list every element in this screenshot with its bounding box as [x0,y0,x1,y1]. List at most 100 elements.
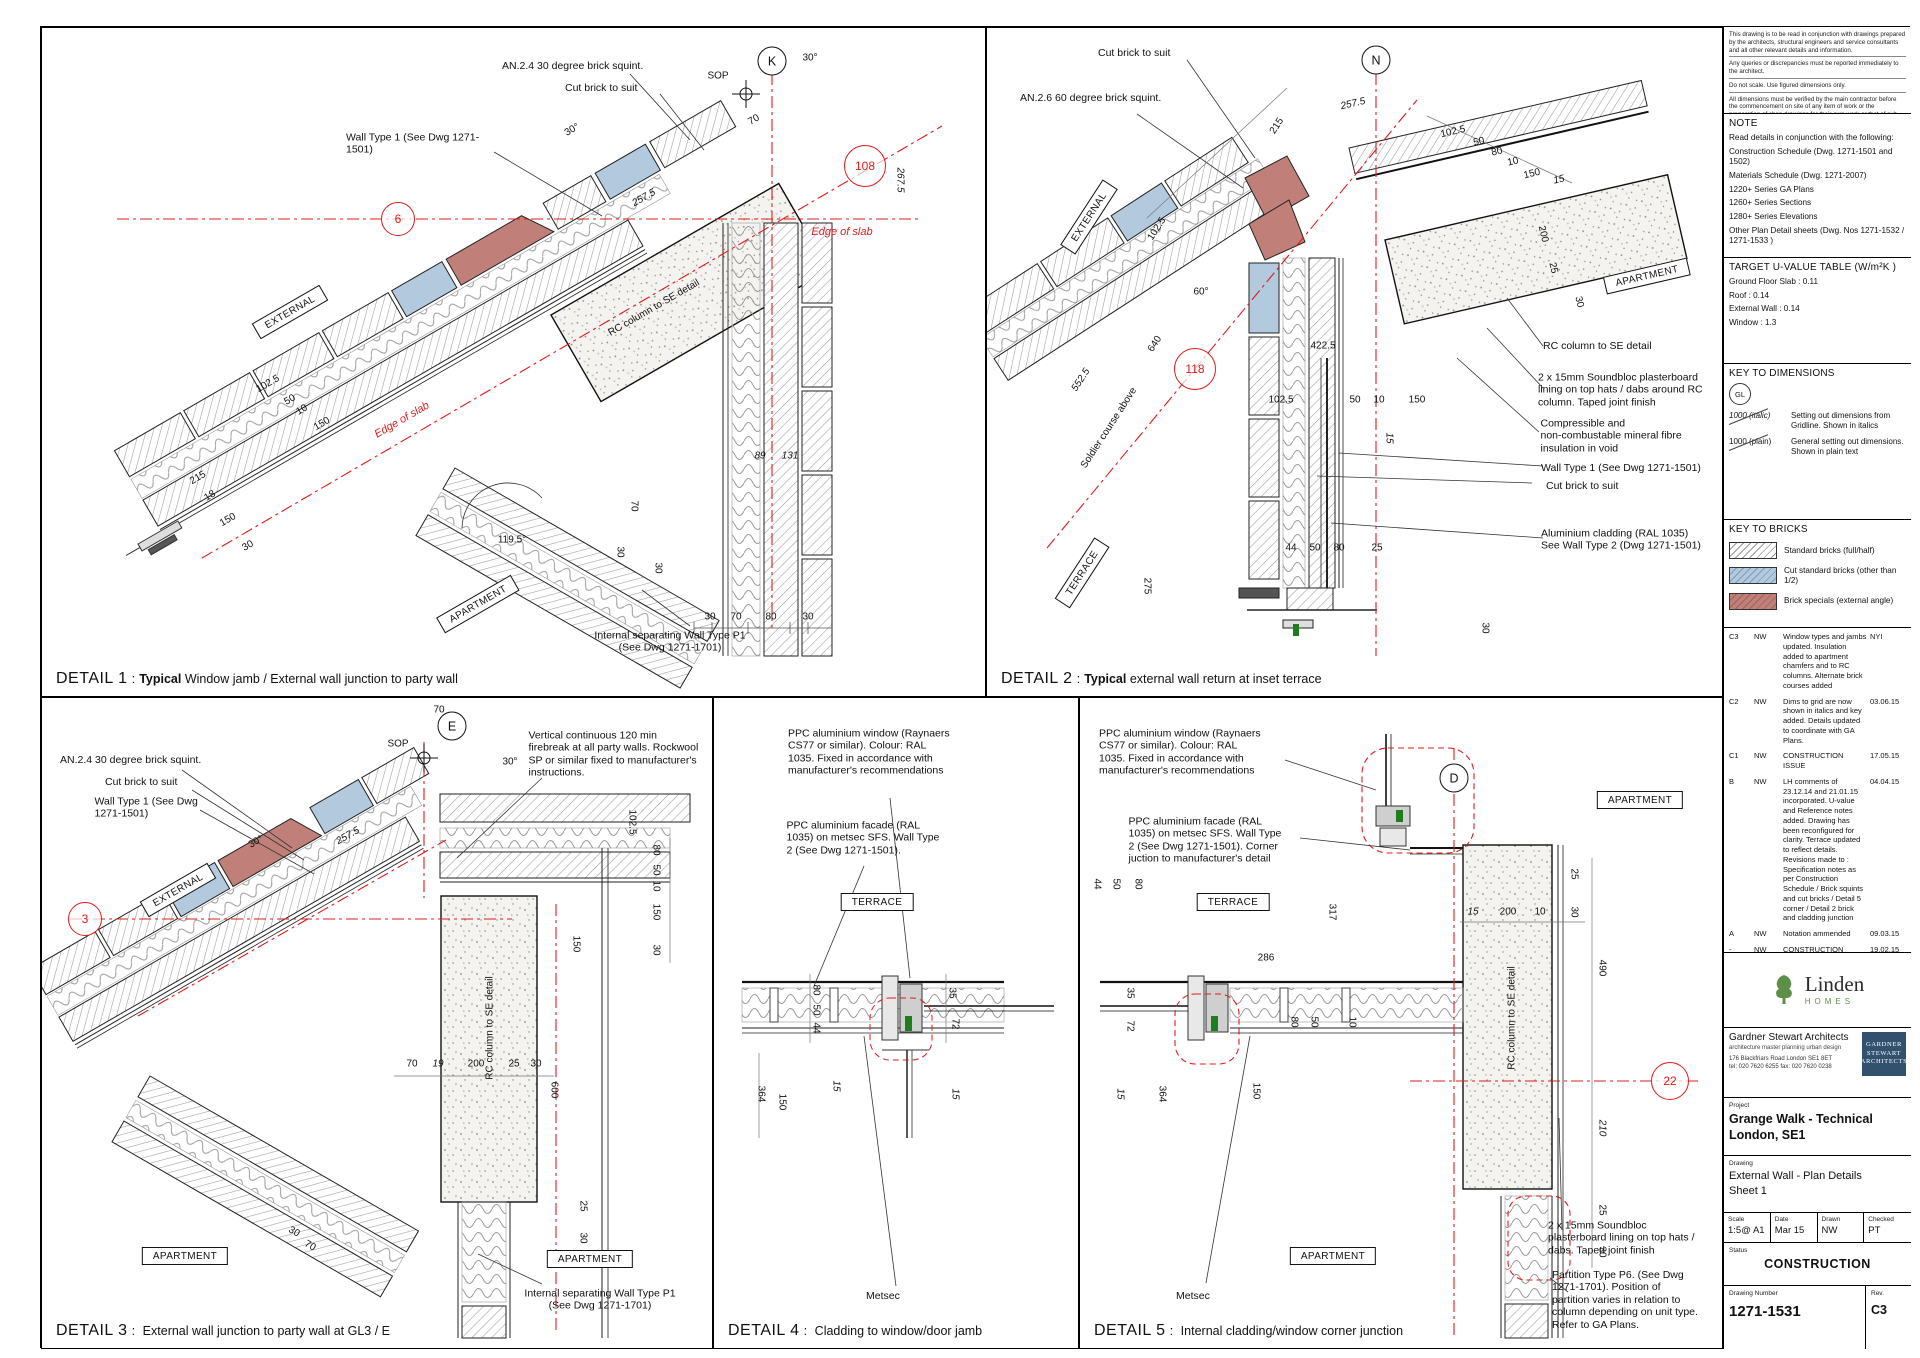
dimension-label: 150 [1408,394,1426,406]
window-top [1375,734,1475,855]
brick-key-row: Standard bricks (full/half) [1729,542,1906,559]
uvalue-section: TARGET U-VALUE TABLE (W/m²K ) Ground Flo… [1724,257,1911,363]
dimension-label: 44 [1091,878,1103,890]
cut-brick-swatch [1729,567,1777,585]
room-label: EXTERNAL [139,862,217,918]
annotation: PPC aluminium facade (RAL 1035) on metse… [1128,815,1282,865]
dimension-label: 102.5 [1145,215,1169,243]
dimension-label: 30° [246,833,266,851]
dimension-label: 215 [1267,116,1287,136]
dimension-label: 50 [1308,1016,1320,1028]
dimension-label: 60° [1193,286,1209,298]
metsec-stud [1279,987,1289,1023]
standard-brick-swatch [1729,542,1777,559]
dimension-label: 30° [802,52,818,64]
caption-text: Internal cladding/window corner junction [1177,1324,1404,1338]
dimension-label: 25 [1596,1204,1608,1216]
dimension-label: 25 [508,1058,520,1070]
room-label: APARTMENT [1289,1247,1377,1265]
dimension-label: 150 [218,511,238,529]
annotation: 2 x 15mm Soundbloc plasterboard lining o… [1538,371,1703,409]
dimension-label: 257.5 [1339,95,1367,113]
dimension-label: 200 [1535,224,1551,244]
rc-column [1462,844,1553,1190]
detail-caption: DETAIL 1:Typical Window jamb / External … [56,670,458,687]
red-gridlines [117,73,943,628]
detail-1-panel: AN.2.4 30 degree brick squint.Cut brick … [41,27,986,697]
dimension-label: RC column to SE detail [606,277,702,339]
drawing-title-section: Drawing External Wall - Plan Details She… [1724,1155,1911,1212]
room-label: TERRACE [840,893,914,911]
annotation: Metsec [866,1289,900,1302]
dimension-label: 44 [810,1022,822,1034]
dimension-label: 10 [1506,155,1520,169]
architect-name: Gardner Stewart Architects [1729,1032,1849,1043]
dimension-label: 15 [1552,173,1566,187]
drawing-title: External Wall - Plan Details [1729,1170,1862,1182]
annotation: Wall Type 1 (See Dwg 1271-1501) [346,131,480,156]
checked-value: PT [1868,1225,1881,1236]
dimension-label: 10 [1346,1016,1358,1028]
dimension-label: 89 [754,450,766,462]
room-label: TERRACE [1196,893,1270,911]
dimension-label: 30 [704,611,716,623]
architect-section: Gardner Stewart Architects architecture … [1724,1027,1911,1097]
dimension-label: 364 [1156,1085,1168,1103]
project-label: Project [1729,1102,1750,1109]
annotation: Cut brick to suit [1546,479,1619,492]
cut-brick [1110,182,1179,242]
detail-caption: DETAIL 4: Cladding to window/door jamb [728,1322,983,1339]
room-label: APARTMENT [1596,791,1684,809]
room-label: APARTMENT [1602,257,1692,295]
dimension-label: 80 [810,984,822,996]
dimension-label: 35 [946,987,958,999]
leader-lines [181,769,543,1285]
dimension-label: 80 [1333,542,1345,554]
linden-tree-icon [1775,975,1792,1004]
dimension-label: 30 [650,944,662,956]
uvalue-row: External Wall : 0.14 [1729,304,1800,314]
dimension-label: 30 [286,1224,302,1240]
annotation: Cut brick to suit [1098,46,1171,59]
dimension-label: 102.5 [626,809,638,835]
dimension-label: 150 [570,935,582,953]
terrace-assembly [1238,358,1377,636]
dimension-label: 70 [730,611,742,623]
caption-text: Cladding to window/door jamb [811,1324,983,1338]
cut-brick [309,778,375,835]
dimension-label: 275 [1141,577,1153,595]
disclaimer-text: This drawing is to be read in conjunctio… [1729,31,1906,58]
dimension-label: 50 [1309,542,1321,554]
dimension-label: 72 [949,1018,961,1030]
metsec-stud [1341,987,1351,1023]
dimension-label: 30° [562,121,582,139]
room-label: APARTMENT [141,1247,229,1265]
room-label: APARTMENT [436,574,520,634]
drawing-number-value: 1271-1531 [1729,1303,1801,1320]
annotation: RC column to SE detail [1543,339,1652,352]
dim-chain [758,974,947,1138]
partition [1500,1195,1553,1339]
dimension-label: 286 [1257,952,1275,964]
detail-caption: DETAIL 2:Typical external wall return at… [1001,670,1322,687]
brick-specials [1244,155,1310,261]
detail-4-linework [741,797,1054,1287]
gridline-symbol: GL [1729,383,1751,405]
title-block: This drawing is to be read in conjunctio… [1723,27,1911,1349]
rev-value: C3 [1871,1303,1887,1317]
brick-key-label: Standard bricks (full/half) [1784,545,1875,555]
client-subname: HOMES [1804,997,1855,1006]
annotation: AN.2.6 60 degree brick squint. [1020,91,1162,104]
client-logo: Linden HOMES [1724,952,1911,1027]
sop-symbol [732,80,760,108]
annotation: AN.2.4 30 degree brick squint. [60,753,202,766]
red-gridlines [1046,73,1418,656]
cut-brick [390,261,458,318]
dimension-label: 70 [433,704,445,716]
